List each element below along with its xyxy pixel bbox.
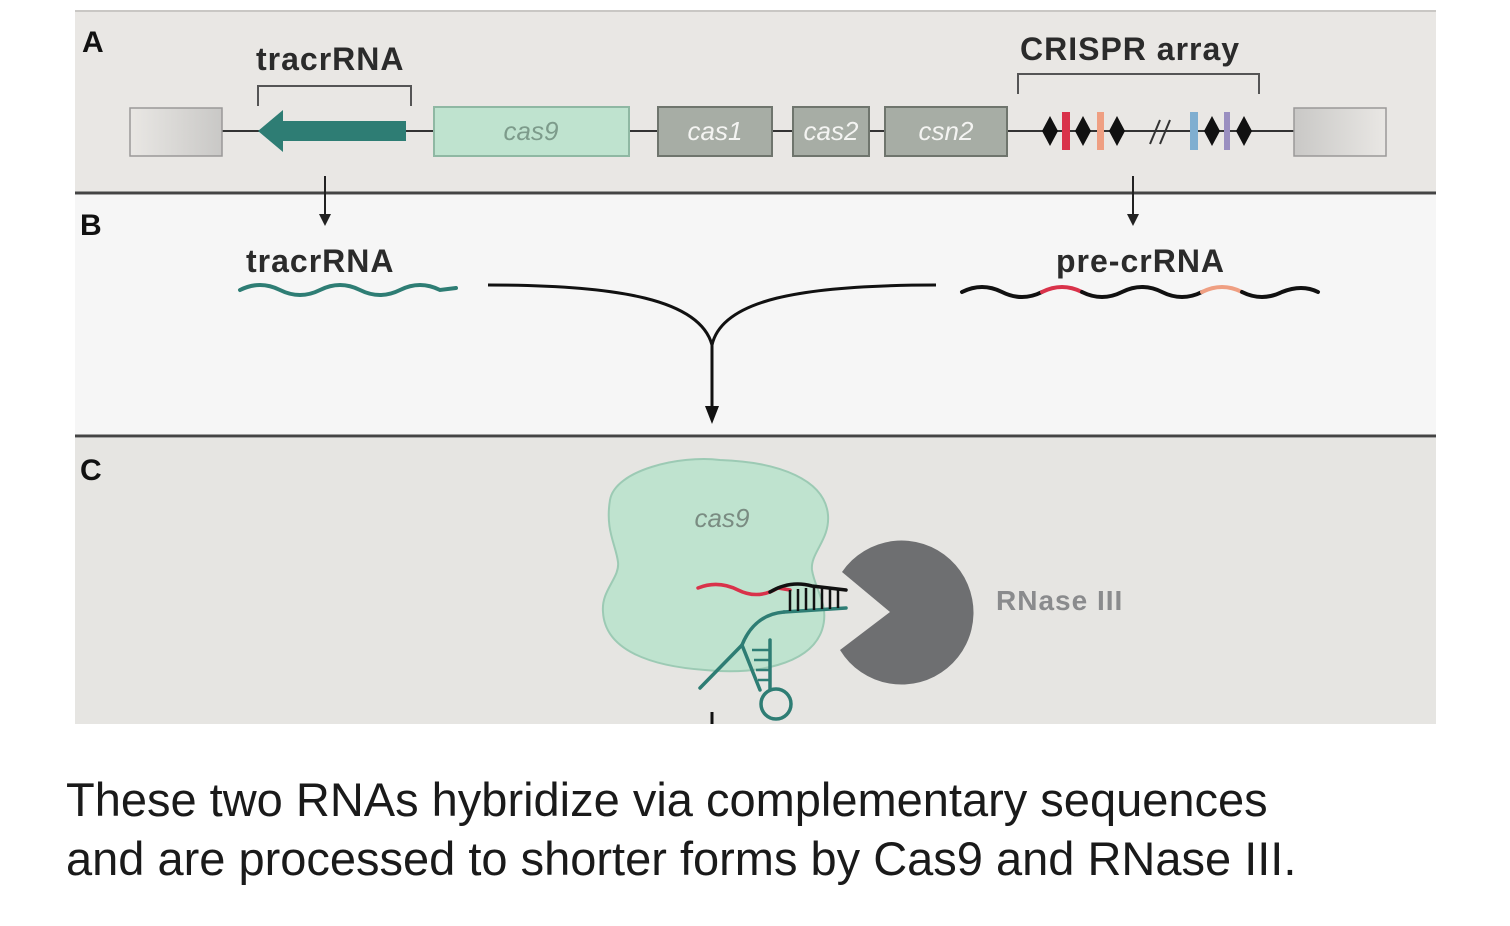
cas9-gene-label: cas9 (504, 116, 559, 146)
locus-left-end (129, 107, 223, 157)
csn2-gene-label: csn2 (919, 116, 974, 146)
repeat-diamond (1075, 116, 1091, 146)
duplex-base-pairs (788, 587, 840, 611)
precrrna-strand (960, 285, 1320, 299)
rnase-iii-protein (840, 540, 974, 685)
repeat-diamond (1042, 116, 1058, 146)
repeat-diamond (1236, 116, 1252, 146)
tracrrna-locus-label: tracrRNA (256, 41, 404, 77)
caption-line-1: These two RNAs hybridize via complementa… (66, 773, 1268, 826)
cas9-protein (601, 458, 830, 673)
spacer-violet (1224, 112, 1230, 150)
panel-c-letter: C (80, 454, 102, 487)
crispr-array-label: CRISPR array (1020, 31, 1240, 67)
csn2-gene: csn2 (884, 106, 1008, 157)
tracrrna-bracket (257, 85, 412, 106)
cas1-gene: cas1 (657, 106, 773, 157)
locus-right-end (1293, 107, 1387, 157)
panel-a-background (75, 10, 1436, 192)
precrrna-transcript-label: pre-crRNA (1056, 243, 1225, 279)
cas1-gene-label: cas1 (688, 116, 743, 146)
spacer-peach (1097, 112, 1104, 150)
tracrrna-strand (238, 283, 458, 297)
tracrrna-transcription-arrow (319, 176, 331, 226)
caption-line-2: and are processed to shorter forms by Ca… (66, 832, 1297, 885)
panel-a-letter: A (82, 26, 104, 59)
break-mark (1149, 119, 1161, 145)
tracrrna-gene-arrow (258, 110, 406, 152)
cas2-gene: cas2 (792, 106, 870, 157)
panel-c: C cas9 RNase III (75, 438, 1436, 724)
spacer-red (1062, 112, 1070, 150)
rnase-iii-label: RNase III (996, 585, 1123, 616)
crispr-array (1042, 112, 1252, 150)
hairpin-base-pairs (752, 648, 770, 682)
panel-a: A tracrRNA CRISPR array cas9 cas1 cas2 (75, 10, 1436, 195)
cas2-gene-label: cas2 (804, 116, 859, 146)
cas9-gene: cas9 (433, 106, 630, 157)
crispr-array-bracket (1017, 73, 1260, 94)
repeat-strand (768, 582, 848, 594)
repeat-diamond (1204, 116, 1220, 146)
tracrrna-hairpin (698, 610, 793, 721)
tracrrna-transcript-label: tracrRNA (246, 243, 394, 279)
figure-caption: These two RNAs hybridize via complementa… (66, 770, 1466, 888)
panel-b: B tracrRNA pre-crRNA (75, 176, 1436, 438)
cas9-protein-label: cas9 (695, 503, 750, 533)
break-mark (1159, 119, 1171, 145)
panel-b-letter: B (80, 209, 102, 242)
hybridization-arrow (487, 283, 937, 424)
spacer-blue (1190, 112, 1198, 150)
panel-b-background (75, 195, 1436, 435)
repeat-diamond (1109, 116, 1125, 146)
precrrna-transcription-arrow (1127, 176, 1139, 226)
